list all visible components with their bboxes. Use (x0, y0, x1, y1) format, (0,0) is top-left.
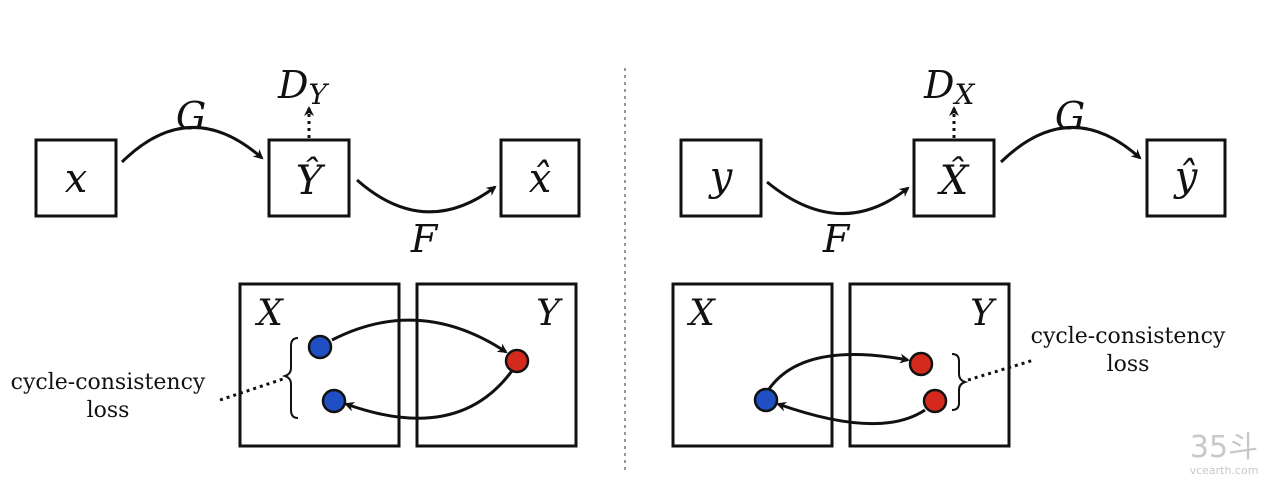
cycle-forward-arrow (331, 318, 508, 354)
domain-x-box (238, 282, 401, 448)
discriminator-base-right: D (923, 63, 954, 107)
node-y-hat-recon-label: ŷ (1173, 154, 1199, 200)
arrow-g (120, 126, 264, 164)
label-g: G (176, 94, 206, 138)
node-y-box (679, 138, 763, 218)
domain-x-label: X (254, 293, 284, 334)
loss-label-line1: cycle-consistency (11, 370, 206, 395)
point-y-mapped (504, 348, 530, 374)
point-y-original (908, 351, 934, 377)
node-y-hat-box (267, 138, 351, 218)
point-x-reconstructed (321, 388, 347, 414)
domain-x-label-right: X (686, 293, 716, 334)
loss-label-line1-right: cycle-consistency (1031, 324, 1226, 349)
loss-pointer-right (967, 358, 1035, 382)
discriminator-sub-right: X (952, 78, 975, 111)
watermark-logo: 35斗 (1190, 430, 1258, 465)
point-x-original (307, 334, 333, 360)
node-y-hat-recon-box (1145, 138, 1227, 218)
domain-y-label-right: Y (970, 293, 997, 334)
domain-y-box (415, 282, 578, 448)
left-panel: x Ŷ x̂ G F DY X Y cycle-consistency loss (11, 63, 581, 448)
discriminator-label: DY (277, 63, 329, 111)
label-f-right: F (822, 217, 851, 261)
node-y-label: y (708, 154, 734, 200)
node-x-box (34, 138, 118, 218)
arrow-f (356, 178, 497, 214)
node-x-hat-fake-label: X̂ (937, 158, 970, 204)
loss-brace (281, 337, 299, 419)
point-y-reconstructed (922, 388, 948, 414)
label-f: F (410, 217, 439, 261)
node-y-hat-label: Ŷ (296, 157, 326, 204)
discriminator-base: D (277, 63, 308, 107)
point-x-mapped (753, 387, 779, 413)
loss-label-line2-right: loss (1107, 352, 1150, 377)
loss-pointer (219, 376, 287, 402)
cycle-forward-arrow-right (765, 353, 910, 393)
domain-y-label: Y (536, 293, 563, 334)
node-x-label: x (65, 156, 88, 202)
discriminator-sub: Y (308, 78, 329, 111)
loss-label-line2: loss (87, 398, 130, 423)
arrow-f-right (766, 180, 910, 216)
cycle-backward-arrow (344, 367, 516, 420)
arrow-g-right (999, 126, 1142, 164)
node-x-hat-fake-box (912, 138, 996, 218)
node-x-hat-label: x̂ (529, 156, 552, 202)
node-x-hat-box (499, 138, 581, 218)
domain-x-box-right (671, 282, 834, 448)
discriminator-label-right: DX (923, 63, 975, 111)
watermark-site: vcearth.com (1190, 464, 1259, 477)
loss-brace-right (951, 353, 969, 411)
right-panel: y X̂ ŷ F G DX X Y cycle-consistency loss (671, 63, 1227, 448)
watermark: 35斗 vcearth.com (1190, 430, 1259, 477)
cycle-backward-arrow-right (776, 401, 926, 426)
label-g-right: G (1055, 94, 1085, 138)
